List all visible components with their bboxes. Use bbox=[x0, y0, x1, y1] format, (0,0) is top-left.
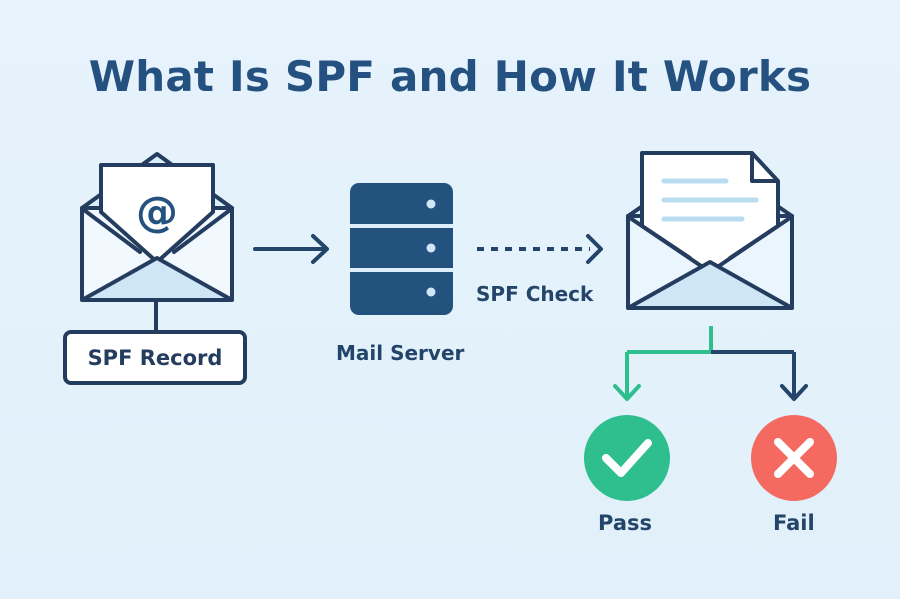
checkmark-icon bbox=[602, 439, 652, 477]
pass-label: Pass bbox=[598, 511, 652, 535]
fail-result bbox=[751, 415, 837, 501]
spf-check-label: SPF Check bbox=[476, 282, 594, 306]
branch-to-fail bbox=[711, 350, 808, 401]
document-envelope-icon bbox=[626, 151, 794, 310]
fail-label: Fail bbox=[773, 511, 815, 535]
spf-record-box: SPF Record bbox=[63, 330, 247, 385]
branch-to-pass bbox=[613, 326, 713, 401]
server-icon bbox=[350, 183, 453, 315]
diagram-title: What Is SPF and How It Works bbox=[88, 52, 812, 101]
arrow-sender-to-server bbox=[253, 234, 329, 264]
mail-server-label: Mail Server bbox=[336, 341, 465, 365]
dotted-arrow-server-to-receiver bbox=[477, 234, 603, 264]
pass-result bbox=[584, 415, 670, 501]
email-at-envelope-icon: @ bbox=[80, 152, 234, 302]
x-icon bbox=[774, 438, 814, 478]
at-sign-icon: @ bbox=[136, 187, 178, 236]
spf-record-label: SPF Record bbox=[87, 345, 223, 370]
